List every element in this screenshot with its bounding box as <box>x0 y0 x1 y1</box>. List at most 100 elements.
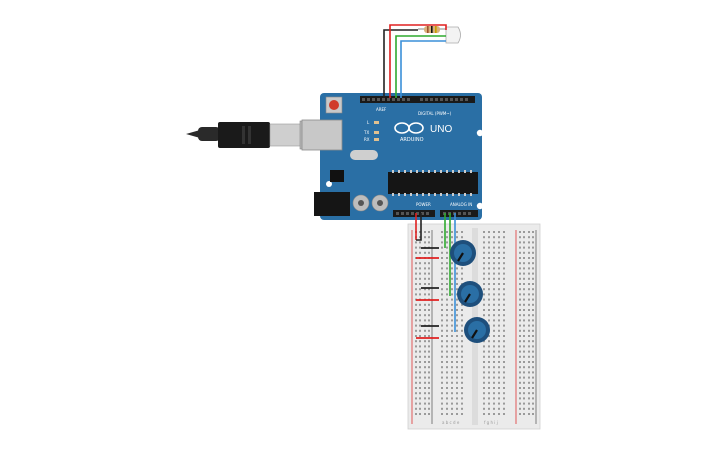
breadboard-hole <box>419 345 421 348</box>
analog-label: ANALOG IN <box>450 202 472 207</box>
breadboard-hole <box>498 272 500 275</box>
breadboard-hole <box>528 288 530 291</box>
breadboard-hole <box>456 397 458 400</box>
breadboard-hole <box>523 288 525 291</box>
breadboard-hole <box>503 387 505 389</box>
breadboard-hole <box>428 319 430 322</box>
breadboard-hole <box>523 262 525 265</box>
breadboard-hole <box>428 340 430 343</box>
breadboard-hole <box>428 251 430 254</box>
breadboard-hole <box>532 350 534 353</box>
breadboard-hole <box>483 387 485 389</box>
arduino-uno-board[interactable]: DIGITAL (PWM~) AREF L TX RX ARDUINO UNO <box>301 93 484 220</box>
breadboard-hole <box>488 241 490 244</box>
breadboard-hole <box>456 329 458 332</box>
breadboard-hole <box>441 397 443 400</box>
breadboard-hole <box>428 335 430 337</box>
breadboard-hole <box>503 283 505 285</box>
breadboard-hole <box>461 314 463 317</box>
breadboard-hole <box>441 392 443 395</box>
breadboard-hole <box>498 324 500 327</box>
potentiometer-2[interactable] <box>457 281 483 307</box>
potentiometer-1[interactable] <box>450 240 476 266</box>
breadboard-hole <box>503 366 505 369</box>
breadboard-hole <box>532 340 534 343</box>
breadboard-hole <box>493 413 495 415</box>
breadboard-hole <box>528 355 530 358</box>
breadboard-hole <box>532 329 534 332</box>
breadboard-hole <box>503 236 505 239</box>
breadboard-hole <box>419 413 421 415</box>
breadboard-hole <box>532 298 534 301</box>
breadboard-hole <box>451 345 453 348</box>
breadboard-hole <box>483 361 485 363</box>
breadboard-hole <box>519 257 521 259</box>
breadboard-hole <box>451 293 453 296</box>
breadboard-hole <box>419 324 421 327</box>
breadboard-hole <box>519 288 521 291</box>
breadboard-hole <box>488 340 490 343</box>
resistor[interactable] <box>418 26 446 33</box>
breadboard-hole <box>498 246 500 249</box>
breadboard-hole <box>446 314 448 317</box>
breadboard-hole <box>441 251 443 254</box>
breadboard-hole <box>503 340 505 343</box>
breadboard-hole <box>519 366 521 369</box>
breadboard-hole <box>415 413 417 415</box>
breadboard-hole <box>446 387 448 389</box>
breadboard-hole <box>415 324 417 327</box>
breadboard-hole <box>451 267 453 270</box>
breadboard-hole <box>503 402 505 405</box>
breadboard-hole <box>532 361 534 363</box>
breadboard-hole <box>441 361 443 363</box>
breadboard-hole <box>493 283 495 285</box>
breadboard-hole <box>503 303 505 306</box>
breadboard-hole <box>498 329 500 332</box>
led-tx-label: TX <box>363 130 369 135</box>
led-rx-label: RX <box>364 137 370 142</box>
breadboard-hole <box>503 272 505 275</box>
breadboard-hole <box>424 371 426 374</box>
breadboard-hole <box>456 387 458 389</box>
breadboard-hole <box>528 402 530 405</box>
digital-label: DIGITAL (PWM~) <box>418 111 452 116</box>
breadboard-hole <box>424 392 426 395</box>
breadboard-hole <box>519 251 521 254</box>
potentiometer-3[interactable] <box>464 317 490 343</box>
breadboard-hole <box>523 241 525 244</box>
breadboard-hole <box>415 376 417 379</box>
breadboard-hole <box>451 366 453 369</box>
breadboard-hole <box>415 288 417 291</box>
breadboard-hole <box>532 309 534 311</box>
breadboard-hole <box>446 262 448 265</box>
breadboard-hole <box>493 314 495 317</box>
breadboard-hole <box>483 350 485 353</box>
breadboard-hole <box>461 335 463 337</box>
breadboard-hole <box>488 350 490 353</box>
breadboard-hole <box>446 288 448 291</box>
breadboard-hole <box>498 251 500 254</box>
breadboard-hole <box>483 340 485 343</box>
regulator <box>330 170 344 182</box>
rgb-led[interactable] <box>445 26 461 44</box>
breadboard-hole <box>493 402 495 405</box>
breadboard-hole <box>523 283 525 285</box>
breadboard-cols-right: f g h i j <box>484 420 498 425</box>
breadboard-hole <box>456 277 458 280</box>
breadboard-hole <box>456 309 458 311</box>
breadboard-hole <box>424 241 426 244</box>
breadboard-hole <box>519 407 521 410</box>
breadboard-hole <box>528 262 530 265</box>
breadboard-hole <box>483 376 485 379</box>
breadboard-hole <box>415 381 417 384</box>
breadboard-hole <box>419 366 421 369</box>
breadboard-hole <box>503 251 505 254</box>
breadboard-hole <box>415 361 417 363</box>
breadboard-hole <box>428 329 430 332</box>
breadboard-hole <box>483 381 485 384</box>
breadboard-hole <box>451 392 453 395</box>
breadboard-hole <box>428 407 430 410</box>
reset-button[interactable] <box>329 100 339 110</box>
breadboard-hole <box>528 345 530 348</box>
